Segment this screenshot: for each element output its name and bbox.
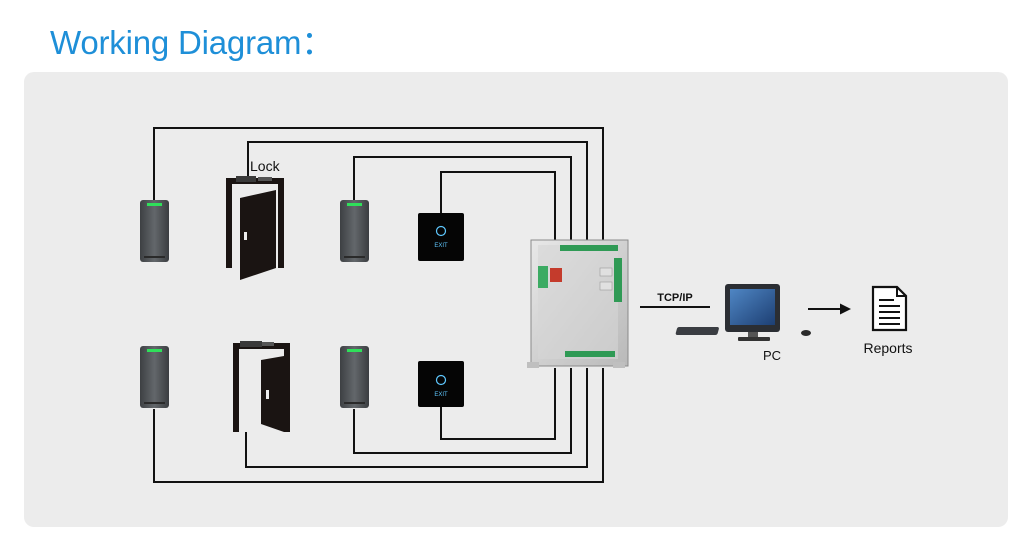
page-title: Working Diagram： (50, 24, 335, 61)
report-document-icon (871, 285, 908, 332)
wire-bottom-reader-2 (353, 368, 572, 454)
exit-button-text: EXIT (434, 243, 448, 249)
wiring (153, 127, 710, 483)
wire-bottom-lock (245, 368, 588, 468)
exit-button-icon: EXIT (418, 213, 464, 261)
card-reader-icon (140, 346, 169, 408)
diagram-panel (24, 72, 1008, 527)
reports-label: Reports (863, 340, 912, 356)
exit-button-icon: EXIT (418, 361, 464, 407)
exit-button-text: EXIT (434, 392, 448, 398)
card-reader-icon (340, 200, 369, 262)
wire-top-reader-2 (353, 156, 572, 245)
lock-label: Lock (250, 158, 281, 174)
wire-top-lock (247, 141, 588, 245)
arrow-right-icon (808, 303, 851, 315)
wire-bottom-exit (440, 368, 556, 440)
pc-label: PC (763, 348, 781, 363)
wire-top-exit (440, 171, 556, 245)
tcpip-label: TCP/IP (657, 292, 692, 304)
door-icon (226, 176, 284, 280)
door-icon (233, 341, 290, 432)
card-reader-icon (340, 346, 369, 408)
wire-bottom-reader-1 (153, 368, 604, 483)
computer-icon (675, 284, 811, 341)
card-reader-icon (140, 200, 169, 262)
access-controller-icon (527, 239, 629, 368)
wire-top-reader-1 (153, 127, 604, 245)
